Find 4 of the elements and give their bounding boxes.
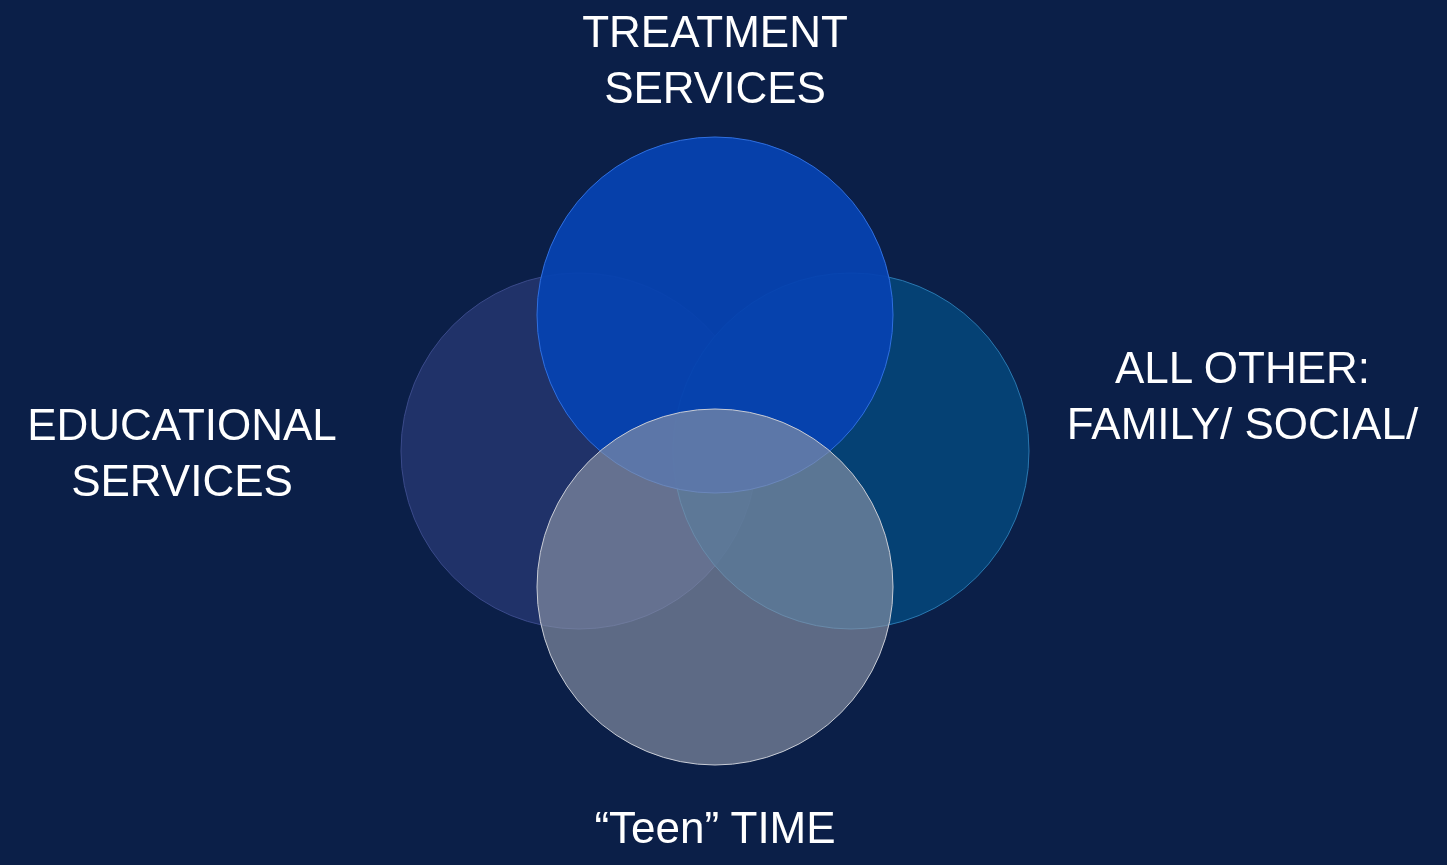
circle-label: EDUCATIONAL SERVICES: [26, 399, 338, 507]
circle-label: “Teen” TIME: [593, 802, 837, 854]
circle-label: TREATMENT SERVICES: [581, 6, 849, 114]
circle-label: ALL OTHER: FAMILY/ SOCIAL/: [1065, 342, 1420, 450]
